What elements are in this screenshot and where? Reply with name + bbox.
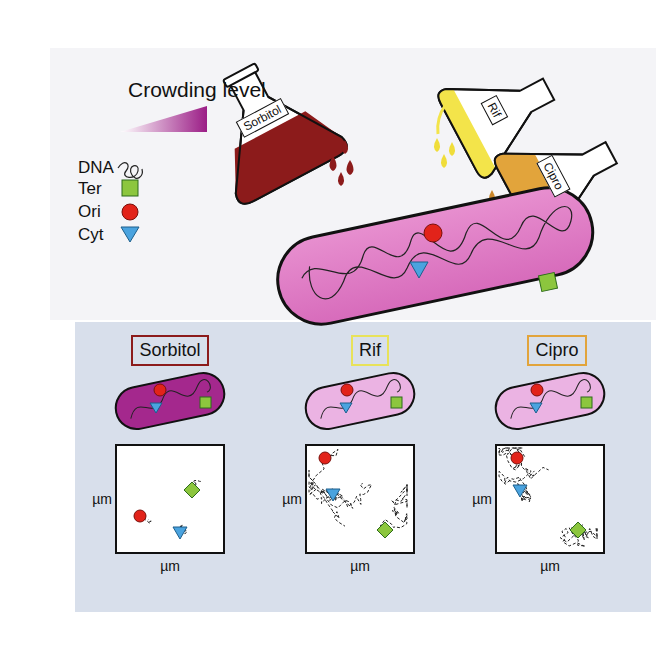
ter-marker (570, 522, 586, 538)
sorbitol-flask (185, 43, 350, 207)
plot-ground (305, 444, 415, 554)
panel-title: Cipro (535, 340, 578, 360)
panel-title: Sorbitol (139, 340, 200, 360)
ori-marker (424, 224, 442, 242)
x-axis-label: µm (540, 558, 560, 574)
rif-cell (302, 369, 418, 433)
trajectory (499, 468, 534, 502)
bacterial-cell (270, 180, 601, 333)
panel-title: Rif (359, 340, 381, 360)
panel-label: Crowding level (128, 78, 266, 102)
y-axis-label: µm (282, 491, 302, 507)
legend-text: Ter (78, 179, 102, 199)
panel-title-box: Sorbitol (131, 335, 208, 366)
flask-label-text: Rif (484, 100, 503, 120)
plot-box: µmµm (115, 444, 225, 554)
ter-marker (184, 482, 200, 498)
ori-marker (511, 452, 523, 464)
cyt-icon (121, 227, 139, 242)
cyt-marker (173, 527, 187, 539)
plot-ground (115, 444, 225, 554)
rif-drops (434, 138, 455, 168)
dna-icon (118, 163, 142, 179)
panel-title-box: Rif (351, 335, 389, 366)
cyt-marker (326, 489, 340, 501)
bottom-panel (75, 322, 651, 612)
trajectory (309, 470, 353, 526)
ter-icon (122, 180, 138, 196)
ori-icon (122, 204, 138, 220)
ter-marker (377, 522, 393, 538)
plot-ground (495, 444, 605, 554)
x-axis-label: µm (160, 558, 180, 574)
panel-title-box: Cipro (527, 335, 586, 366)
ter-marker (539, 273, 558, 292)
trajectory (499, 448, 549, 479)
sorbitol-drops (330, 140, 354, 186)
sorbitol-cell (112, 369, 228, 433)
ori-marker (319, 452, 331, 464)
legend-text: Ori (78, 202, 101, 222)
cyt-marker (410, 262, 428, 278)
y-axis-label: µm (472, 491, 492, 507)
legend-text: DNA (78, 158, 114, 178)
cipro-cell (492, 369, 608, 433)
x-axis-label: µm (350, 558, 370, 574)
plot-box: µmµm (305, 444, 415, 554)
cyt-marker (513, 485, 527, 497)
legend-text: Cyt (78, 225, 104, 245)
crowding-gradient (120, 106, 207, 132)
rif-stream (438, 104, 446, 134)
ori-marker (134, 510, 146, 522)
plot-box: µmµm (495, 444, 605, 554)
y-axis-label: µm (92, 491, 112, 507)
